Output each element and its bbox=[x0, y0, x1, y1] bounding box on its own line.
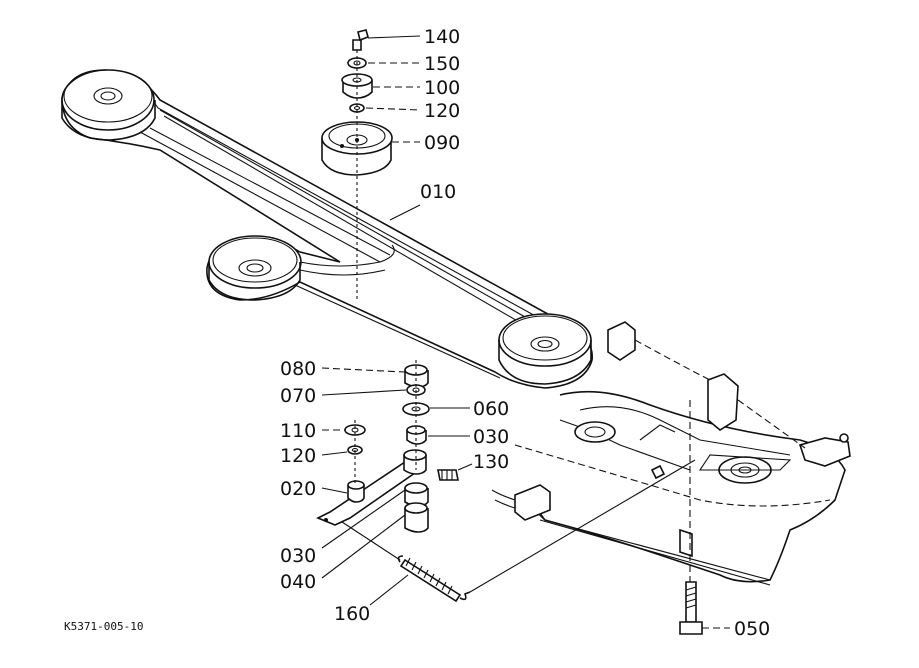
callout-030-lower: 030 bbox=[280, 545, 316, 567]
grease-fitting-140 bbox=[352, 29, 369, 51]
pulley-center bbox=[208, 235, 302, 301]
bushing-040 bbox=[404, 502, 429, 533]
bolt-050 bbox=[679, 581, 703, 635]
callout-150: 150 bbox=[424, 53, 460, 75]
callout-040: 040 bbox=[280, 571, 316, 593]
grease-fitting-130 bbox=[437, 469, 459, 481]
leader-lines bbox=[321, 35, 730, 629]
callout-090: 090 bbox=[424, 132, 460, 154]
callout-020: 020 bbox=[280, 478, 316, 500]
drawing-code: K5371-005-10 bbox=[64, 620, 143, 633]
callout-120-mid: 120 bbox=[280, 445, 316, 467]
callout-100: 100 bbox=[424, 77, 460, 99]
pulley-right bbox=[498, 313, 592, 385]
callout-010: 010 bbox=[420, 181, 456, 203]
callout-160: 160 bbox=[334, 603, 370, 625]
callout-120-top: 120 bbox=[424, 100, 460, 122]
callout-labels: 140 150 100 120 090 010 080 070 060 110 … bbox=[64, 26, 770, 640]
callout-060: 060 bbox=[473, 398, 509, 420]
idler-pulley bbox=[321, 121, 393, 176]
callout-050: 050 bbox=[734, 618, 770, 640]
bushing-030-lower bbox=[404, 482, 429, 507]
callout-070: 070 bbox=[280, 385, 316, 407]
callout-130: 130 bbox=[473, 451, 509, 473]
mower-deck bbox=[491, 321, 851, 610]
pulley-left bbox=[61, 69, 156, 141]
callout-140: 140 bbox=[424, 26, 460, 48]
tension-spring-160 bbox=[341, 459, 696, 603]
callout-080: 080 bbox=[280, 358, 316, 380]
callout-030-upper: 030 bbox=[473, 426, 509, 448]
callout-110: 110 bbox=[280, 420, 316, 442]
tension-arm-020 bbox=[316, 449, 427, 526]
